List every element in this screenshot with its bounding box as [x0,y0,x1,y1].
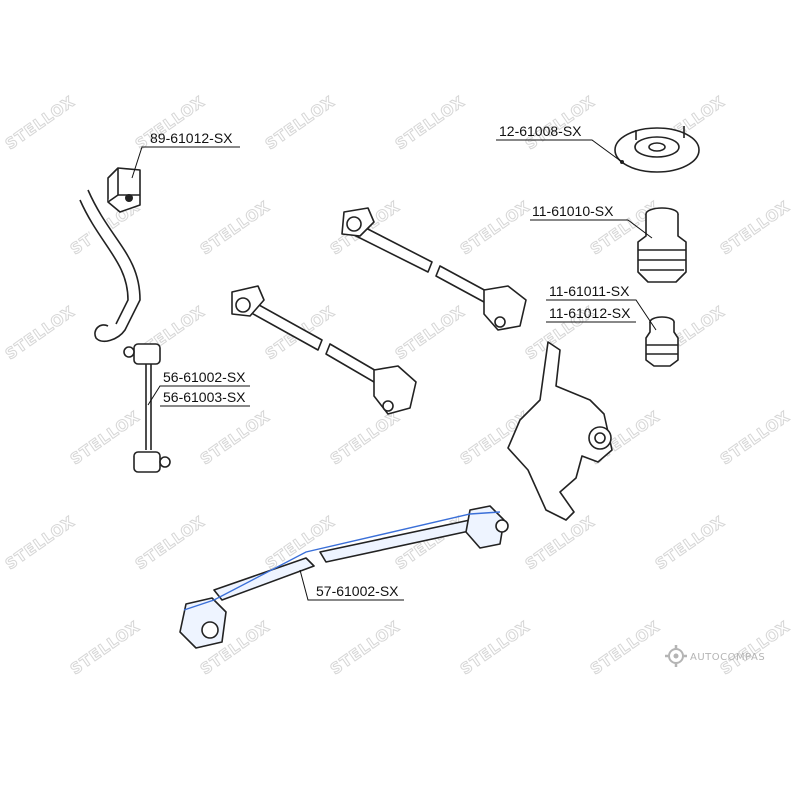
label-bump-stop-b: 11-61012-SX [549,305,631,321]
label-stabilizer-link-a: 56-61002-SX [163,369,246,385]
lower-lateral-arm[interactable] [231,285,417,415]
dust-boot[interactable] [637,207,687,283]
watermark-text: STELLOX [2,302,78,363]
corner-logo: AUTOCOMPAS [665,645,765,667]
knuckle [507,341,613,521]
trailing-arm[interactable] [179,505,509,649]
leader-lines [131,139,657,601]
watermark-text: STELLOX [717,407,793,468]
watermark-text: STELLOX [327,407,403,468]
strut-mount[interactable] [614,126,700,173]
stabilizer-bar [79,189,141,342]
watermark-text: STELLOX [67,407,143,468]
watermark-text: STELLOX [262,92,338,153]
watermark-text: STELLOX [522,512,598,573]
stabilizer-link[interactable] [123,343,171,473]
label-stabilizer-bushing: 89-61012-SX [150,130,233,146]
watermark-text: STELLOX [587,617,663,678]
label-stabilizer-link-b: 56-61003-SX [163,389,246,405]
bump-stop[interactable] [645,316,679,367]
watermark-text: STELLOX [2,92,78,153]
watermark-text: STELLOX [392,302,468,363]
upper-lateral-arm[interactable] [341,207,527,331]
label-trailing-arm: 57-61002-SX [316,583,399,599]
stabilizer-bushing[interactable] [107,167,141,213]
corner-logo-text: AUTOCOMPAS [690,652,765,663]
watermark-text: STELLOX [457,617,533,678]
watermark-text: STELLOX [2,512,78,573]
watermark-text: STELLOX [717,197,793,258]
label-dust-boot: 11-61010-SX [532,203,614,219]
watermark-text: STELLOX [197,407,273,468]
label-bump-stop-a: 11-61011-SX [549,283,630,299]
label-strut-mount: 12-61008-SX [499,123,582,139]
watermark-text: STELLOX [457,197,533,258]
watermark-text: STELLOX [327,617,403,678]
watermark-text: STELLOX [392,92,468,153]
watermark-text: STELLOX [132,512,208,573]
watermark-text: STELLOX [197,197,273,258]
watermark-text: STELLOX [67,617,143,678]
gear-icon [665,645,687,667]
watermark-text: STELLOX [652,512,728,573]
watermark-text: STELLOX [717,617,793,678]
